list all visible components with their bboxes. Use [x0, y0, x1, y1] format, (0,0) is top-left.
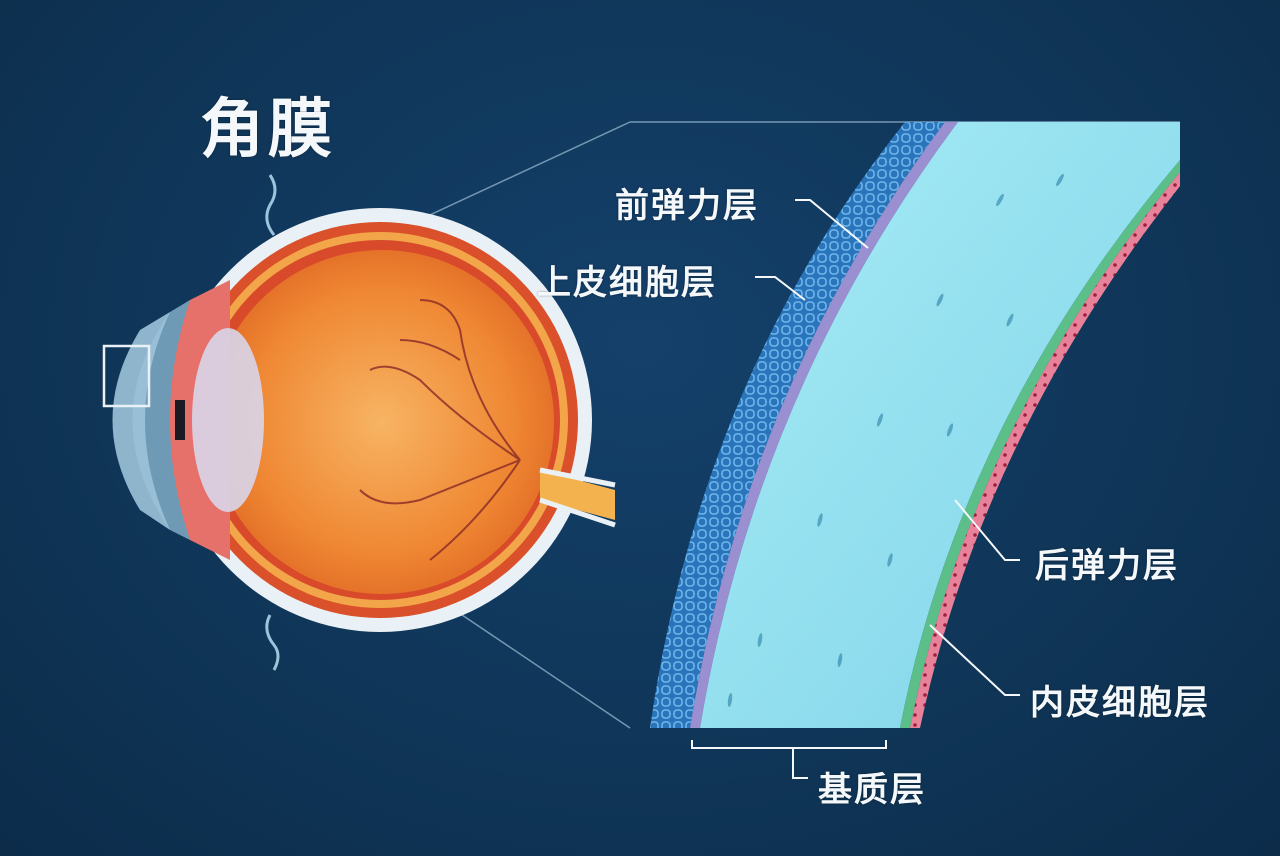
leader-lines — [691, 199, 1020, 779]
epithelium-layer — [650, 122, 945, 728]
label-anterior-elastic-layer: 前弹力层 — [615, 186, 759, 226]
label-endothelial-layer: 内皮细胞层 — [1030, 683, 1210, 723]
eyeball — [102, 174, 616, 671]
zoom-region-box — [102, 344, 151, 408]
stroma-layer — [700, 122, 1180, 728]
label-epithelial-layer: 上皮细胞层 — [537, 263, 717, 303]
label-posterior-elastic-layer: 后弹力层 — [1035, 546, 1179, 586]
page-title: 角膜 — [200, 93, 336, 167]
label-stroma-layer: 基质层 — [818, 770, 926, 810]
cornea-layers — [650, 122, 1180, 728]
